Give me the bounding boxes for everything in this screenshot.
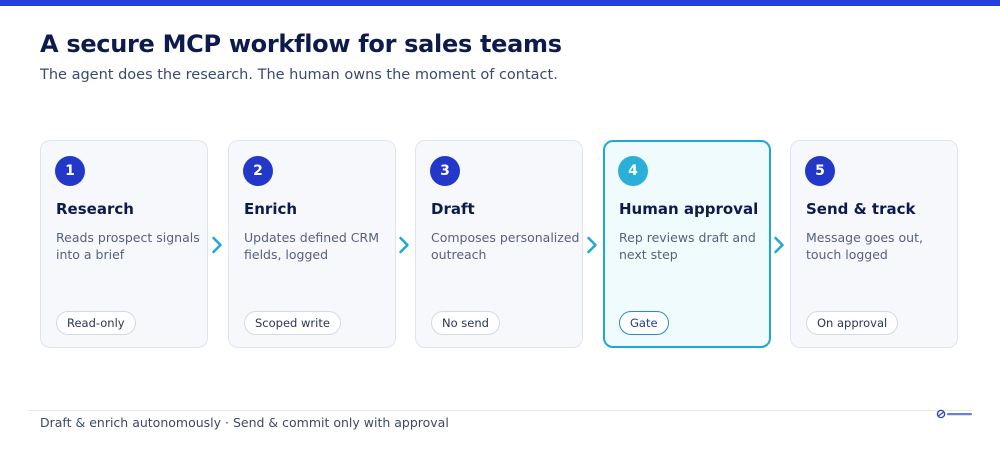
step-card-enrich: 2 Enrich Updates defined CRM fields, log… [228, 140, 396, 348]
chevron-right-icon [398, 236, 410, 254]
step-number-badge: 4 [618, 156, 648, 186]
step-card-human-approval: 4 Human approval Rep reviews draft and n… [603, 140, 771, 348]
step-title: Send & track [806, 200, 916, 218]
step-description: Composes personalized outreach [431, 230, 580, 262]
step-title: Human approval [619, 200, 759, 218]
step-number-badge: 2 [243, 156, 273, 186]
step-permission-tag: Gate [619, 311, 669, 335]
chevron-right-icon [211, 236, 223, 254]
footer-divider [28, 410, 972, 411]
step-number-badge: 1 [55, 156, 85, 186]
top-accent-bar [0, 0, 1000, 6]
step-permission-tag: No send [431, 311, 500, 335]
step-card-draft: 3 Draft Composes personalized outreach N… [415, 140, 583, 348]
step-title: Enrich [244, 200, 298, 218]
step-card-send-track: 5 Send & track Message goes out, touch l… [790, 140, 958, 348]
step-number-badge: 5 [805, 156, 835, 186]
chevron-right-icon [773, 236, 785, 254]
step-number-badge: 3 [430, 156, 460, 186]
page-title: A secure MCP workflow for sales teams [40, 30, 562, 58]
step-permission-tag: Read-only [56, 311, 136, 335]
step-permission-tag: On approval [806, 311, 899, 335]
step-description: Updates defined CRM fields, logged [244, 230, 379, 262]
step-card-research: 1 Research Reads prospect signals into a… [40, 140, 208, 348]
step-description: Rep reviews draft and next step [619, 230, 756, 262]
step-title: Research [56, 200, 134, 218]
step-description: Message goes out, touch logged [806, 230, 923, 262]
page-subtitle: The agent does the research. The human o… [40, 67, 558, 83]
chevron-right-icon [586, 236, 598, 254]
step-description: Reads prospect signals into a brief [56, 230, 200, 262]
footer-note: Draft & enrich autonomously · Send & com… [40, 415, 449, 430]
brand-logo [936, 409, 974, 419]
step-permission-tag: Scoped write [244, 311, 341, 335]
step-title: Draft [431, 200, 475, 218]
